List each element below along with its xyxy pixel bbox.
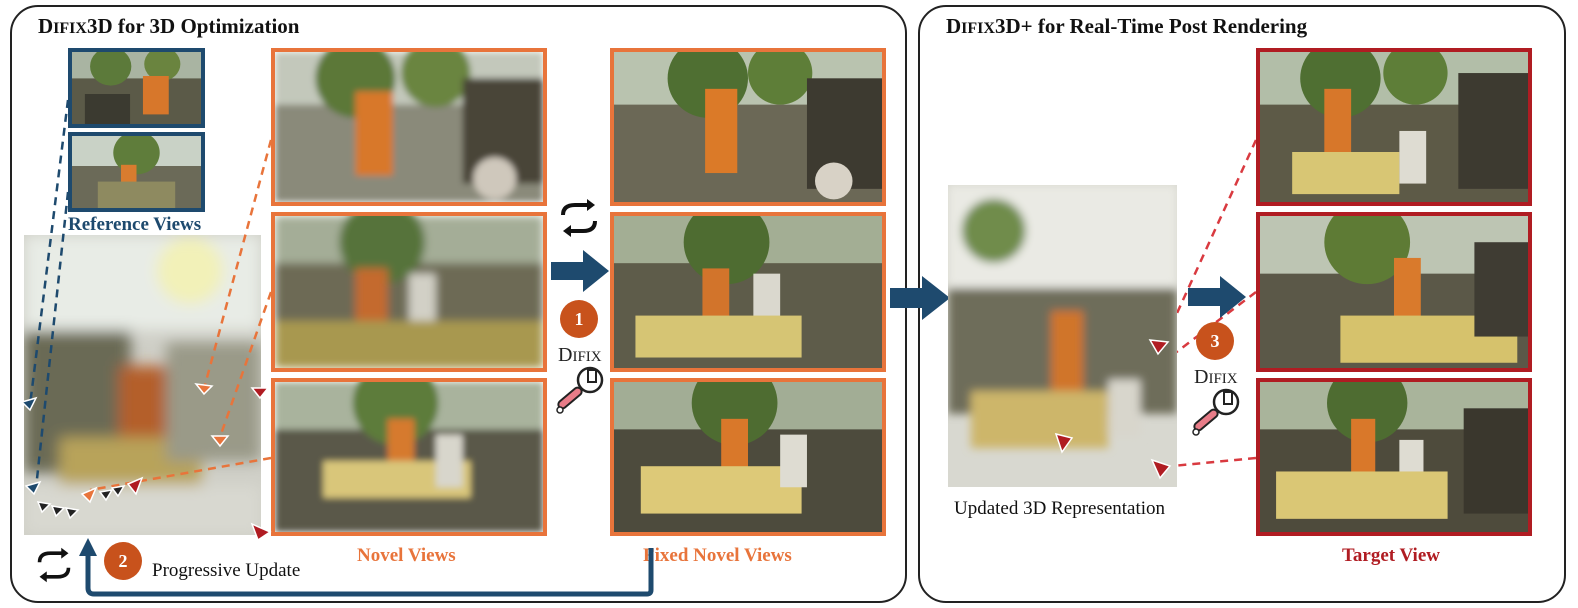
fixed-novel-view-3 [610,378,886,536]
blurry-3d-representation [24,235,261,535]
reference-view-2 [68,132,205,212]
step-2-circle: 2 [104,542,142,580]
wrench-icon-2 [1192,388,1240,436]
fixed-novel-view-2 [610,212,886,372]
right-arrow-icon [551,250,609,292]
fixed-novel-view-1 [610,48,886,206]
fixed-novel-views-label: Fixed Novel Views [643,545,792,566]
updated-3d-label: Updated 3D Representation [954,498,1166,519]
progressive-update-label: Progressive Update [152,560,301,581]
target-view-1 [1256,48,1532,206]
target-view-label: Target View [1342,545,1440,566]
wrench-icon [556,366,604,414]
novel-view-1 [271,48,547,206]
right-arrow-icon-3 [1188,276,1246,318]
difix-label-2: DIFIX [1194,366,1238,388]
cycle-arrows-icon-2 [37,547,71,583]
right-arrow-icon-2 [890,276,950,320]
updated-3d-representation [948,185,1177,487]
step-3-circle: 3 [1196,322,1234,360]
left-panel-title: DIFIX3D for 3D Optimization [38,14,300,38]
novel-view-2 [271,212,547,372]
target-view-2 [1256,212,1532,372]
novel-views-label: Novel Views [357,545,456,566]
reference-views-label: Reference Views [68,214,202,235]
step-1-circle: 1 [560,300,598,338]
reference-view-1 [68,48,205,128]
novel-view-3 [271,378,547,536]
cycle-arrows-icon [561,199,597,237]
target-view-3 [1256,378,1532,536]
right-panel-title: DIFIX3D+ for Real-Time Post Rendering [946,14,1308,38]
difix-label-1: DIFIX [558,344,602,366]
